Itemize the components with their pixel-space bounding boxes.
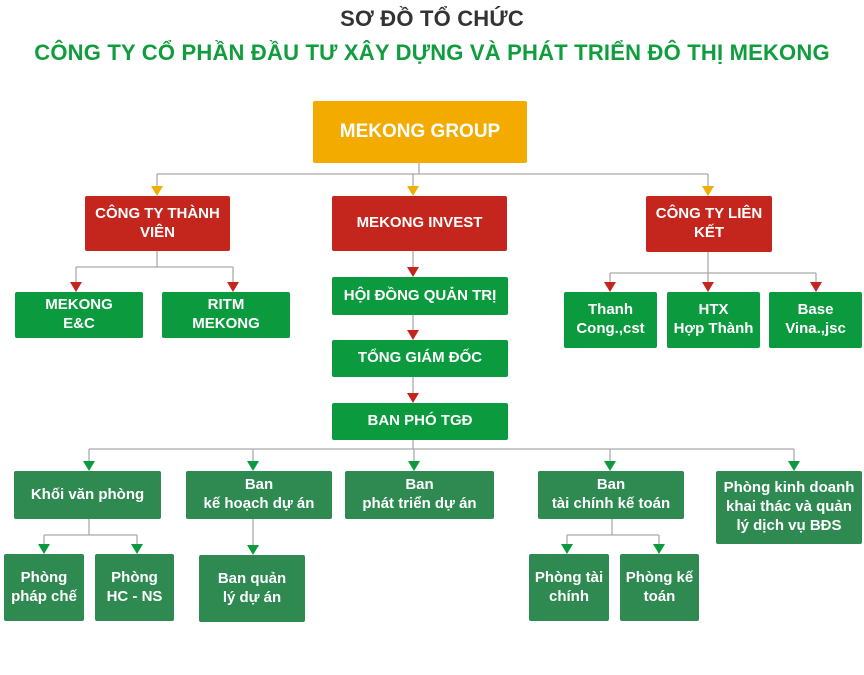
arrowhead-icon <box>70 282 82 292</box>
arrowhead-icon <box>810 282 822 292</box>
node-mekong-invest: MEKONG INVEST <box>332 196 507 251</box>
arrowhead-icon <box>702 282 714 292</box>
node-real-estate-services: Phòng kinh doanh khai thác và quản lý dị… <box>716 471 862 544</box>
arrowhead-icon <box>131 544 143 554</box>
node-htx-hop-thanh: HTX Hợp Thành <box>667 292 760 348</box>
arrowhead-icon <box>38 544 50 554</box>
arrowhead-icon <box>788 461 800 471</box>
arrowhead-icon <box>604 461 616 471</box>
node-member-companies: CÔNG TY THÀNH VIÊN <box>85 196 230 251</box>
arrowhead-icon <box>407 330 419 340</box>
arrowhead-icon <box>702 186 714 196</box>
arrowhead-icon <box>653 544 665 554</box>
node-base-vina: Base Vina.,jsc <box>769 292 862 348</box>
node-project-planning: Ban kế hoạch dự án <box>186 471 332 519</box>
node-general-director: TỔNG GIÁM ĐỐC <box>332 340 508 377</box>
node-hr-admin-dept: Phòng HC - NS <box>95 554 174 621</box>
arrowhead-icon <box>408 461 420 471</box>
node-ritm-mekong: RITM MEKONG <box>162 292 290 338</box>
node-board-of-directors: HỘI ĐỒNG QUẢN TRỊ <box>332 277 508 315</box>
node-mekong-ec: MEKONG E&C <box>15 292 143 338</box>
node-deputy-directors: BAN PHÓ TGĐ <box>332 403 508 440</box>
node-office-block: Khối văn phòng <box>14 471 161 519</box>
node-affiliated-companies: CÔNG TY LIÊN KẾT <box>646 196 772 252</box>
node-project-management: Ban quản lý dự án <box>199 555 305 622</box>
arrowhead-icon <box>561 544 573 554</box>
arrowhead-icon <box>407 186 419 196</box>
node-finance-accounting: Ban tài chính kế toán <box>538 471 684 519</box>
arrowhead-icon <box>407 267 419 277</box>
node-legal-dept: Phòng pháp chế <box>4 554 84 621</box>
arrowhead-icon <box>83 461 95 471</box>
node-mekong-group: MEKONG GROUP <box>313 101 527 163</box>
node-thanh-cong: Thanh Cong.,cst <box>564 292 657 348</box>
arrowhead-icon <box>407 393 419 403</box>
node-finance-dept: Phòng tài chính <box>529 554 609 621</box>
node-project-development: Ban phát triển dự án <box>345 471 494 519</box>
chart-title: SƠ ĐỒ TỔ CHỨC <box>340 6 524 31</box>
arrowhead-icon <box>247 545 259 555</box>
arrowhead-icon <box>227 282 239 292</box>
arrowhead-icon <box>247 461 259 471</box>
arrowhead-icon <box>604 282 616 292</box>
node-accounting-dept: Phòng kế toán <box>620 554 699 621</box>
company-name: CÔNG TY CỔ PHẦN ĐẦU TƯ XÂY DỰNG VÀ PHÁT … <box>34 40 830 65</box>
arrowhead-icon <box>151 186 163 196</box>
